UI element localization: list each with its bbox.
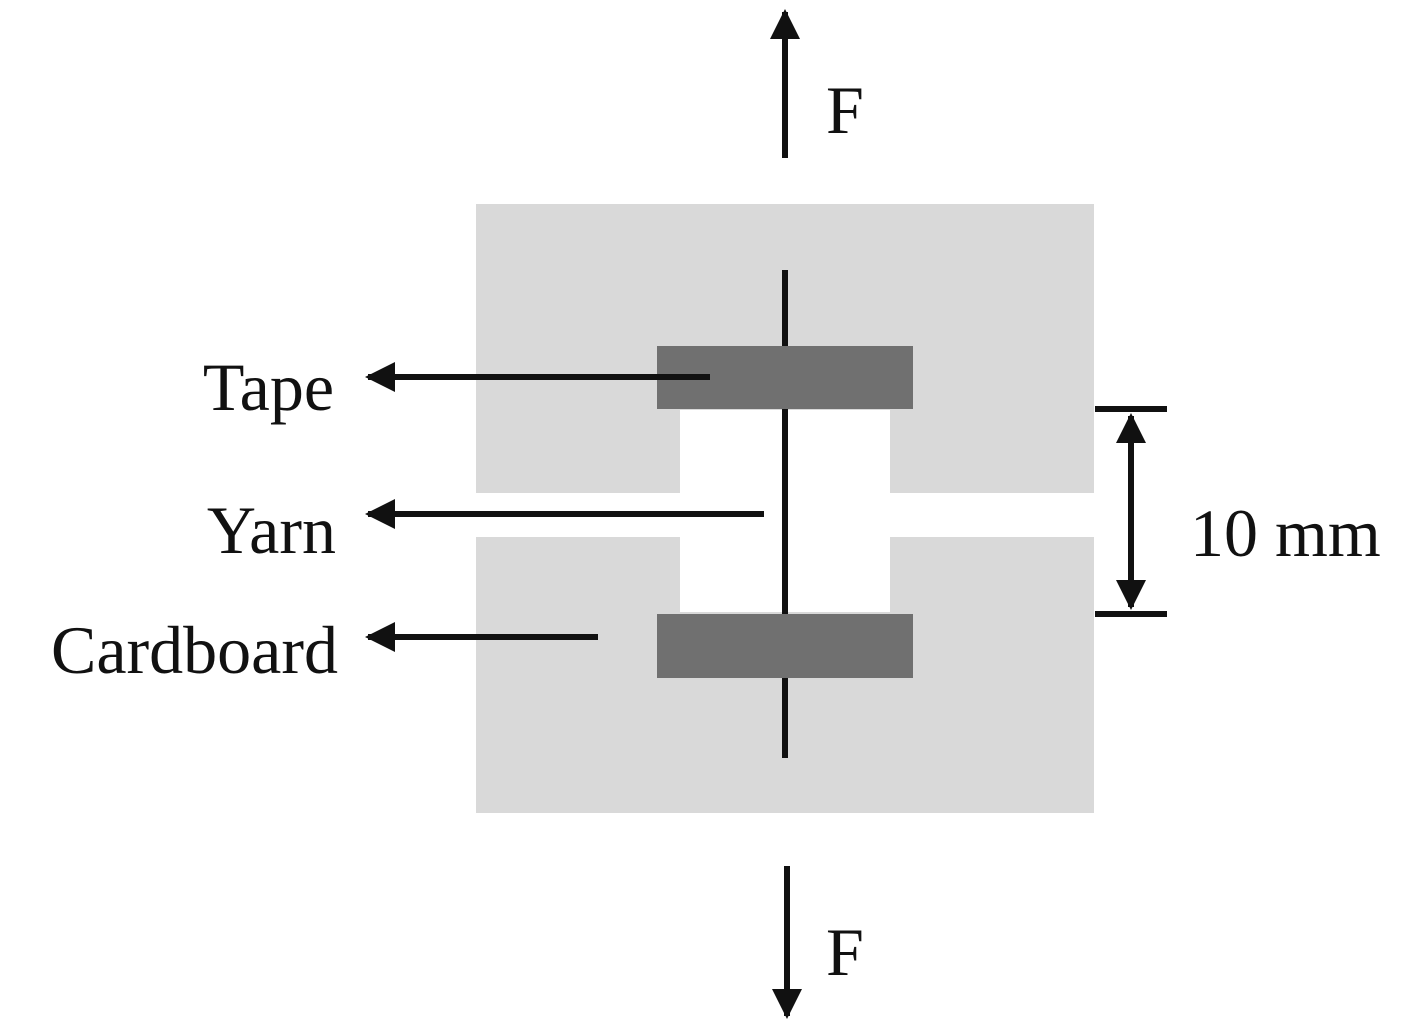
- yarn-label: Yarn: [207, 492, 336, 568]
- force-label-bottom: F: [826, 914, 864, 990]
- tape-label: Tape: [203, 349, 334, 425]
- cardboard-label: Cardboard: [51, 612, 338, 688]
- force-label-top: F: [826, 72, 864, 148]
- cardboard-frame: [476, 204, 1094, 813]
- gauge-length-label: 10 mm: [1190, 495, 1381, 571]
- tape-bottom: [657, 614, 913, 678]
